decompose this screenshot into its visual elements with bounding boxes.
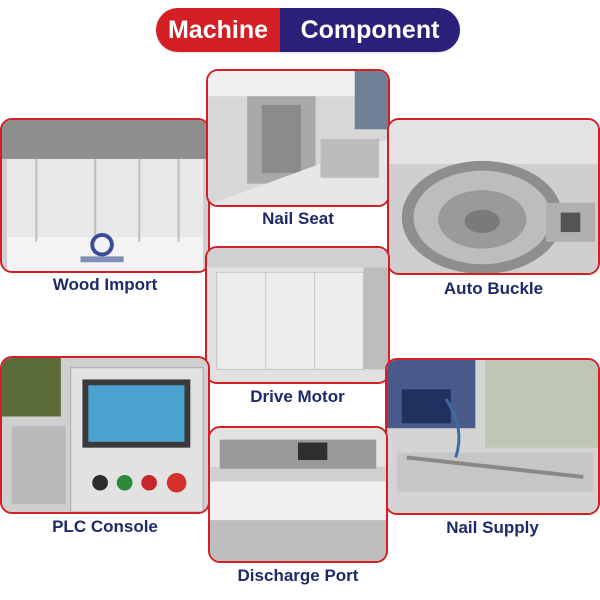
- wood-import-photo: [0, 118, 210, 273]
- discharge-port-photo: [208, 426, 388, 563]
- title-banner: Machine Component: [156, 8, 460, 52]
- drive-motor-label: Drive Motor: [250, 387, 345, 406]
- wood-import-label: Wood Import: [52, 275, 158, 294]
- plc-console-label: PLC Console: [52, 517, 158, 536]
- title-left: Machine: [156, 8, 280, 52]
- nail-seat-photo: [206, 69, 390, 207]
- auto-buckle-photo: [387, 118, 600, 275]
- nail-supply-label: Nail Supply: [446, 518, 539, 537]
- discharge-port-label: Discharge Port: [237, 566, 359, 585]
- nail-supply-photo: [385, 358, 600, 515]
- drive-motor-photo: [205, 246, 390, 384]
- plc-console-photo: [0, 356, 210, 514]
- title-right: Component: [280, 8, 460, 52]
- nail-seat-label: Nail Seat: [262, 209, 334, 228]
- auto-buckle-label: Auto Buckle: [443, 279, 544, 298]
